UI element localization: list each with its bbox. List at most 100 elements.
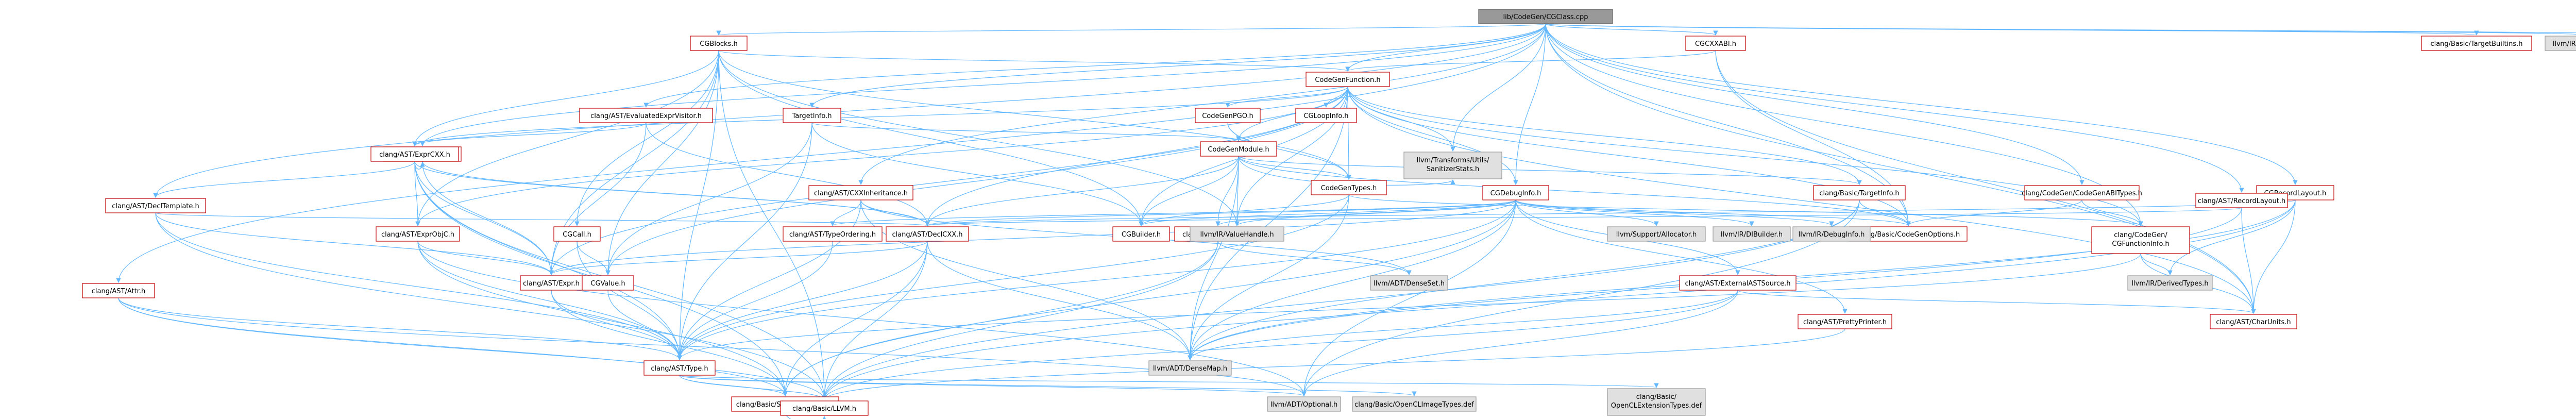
header-node[interactable]: CodeGenPGO.h bbox=[1195, 108, 1261, 123]
node-label: clang/AST/CharUnits.h bbox=[2216, 319, 2291, 326]
node-box bbox=[783, 108, 841, 123]
edge-n6-n27 bbox=[677, 122, 812, 360]
node-label: CGValue.h bbox=[590, 280, 625, 288]
node-box bbox=[520, 275, 583, 291]
header-node[interactable]: clang/AST/TypeOrdering.h bbox=[783, 226, 883, 242]
node-box bbox=[1370, 275, 1448, 291]
node-box bbox=[2195, 193, 2288, 208]
header-node: llvm/IR/DIBuilder.h bbox=[1713, 226, 1791, 242]
node-label: clang/Basic/CodeGenOptions.h bbox=[1857, 231, 1960, 239]
edge-n3-n43 bbox=[1515, 199, 1848, 314]
edge-n4-n40 bbox=[2167, 199, 2296, 275]
node-box bbox=[1311, 180, 1387, 195]
node-label: llvm/Transforms/Utils/SanitizerStats.h bbox=[1417, 157, 1489, 173]
edge-n0-n5 bbox=[1345, 23, 1546, 72]
header-node[interactable]: CGValue.h bbox=[582, 275, 634, 291]
node-box bbox=[1478, 9, 1613, 24]
header-node[interactable]: clang/Basic/LLVM.h bbox=[780, 400, 869, 416]
edge-n31-n27 bbox=[551, 290, 682, 360]
node-label: clang/Basic/OpenCLExtensionTypes.def bbox=[1611, 393, 1702, 410]
edge-n33-n34 bbox=[577, 241, 611, 275]
edge-n1-n27 bbox=[677, 50, 719, 360]
header-node[interactable]: clang/AST/Type.h bbox=[643, 360, 716, 376]
header-node[interactable]: clang/CodeGen/CGFunctionInfo.h bbox=[2091, 226, 2190, 254]
header-node: llvm/ADT/Optional.h bbox=[1267, 396, 1341, 412]
header-node[interactable]: clang/AST/CharUnits.h bbox=[2210, 314, 2297, 329]
header-node[interactable]: clang/AST/DeclCXX.h bbox=[886, 226, 969, 242]
node-label: CGLoopInfo.h bbox=[1303, 112, 1348, 120]
header-node[interactable]: clang/AST/EvaluatedExprVisitor.h bbox=[579, 108, 713, 123]
edge-n4-n49 bbox=[822, 199, 2296, 400]
node-box bbox=[582, 275, 634, 291]
header-node[interactable]: CGDebugInfo.h bbox=[1482, 185, 1549, 200]
edge-n25-n31 bbox=[414, 161, 554, 275]
header-node[interactable]: CodeGenModule.h bbox=[1200, 141, 1277, 157]
edge-n3-n44 bbox=[1188, 199, 1516, 360]
header-node[interactable]: CGRecordLayout.h bbox=[2256, 185, 2334, 200]
edge-n0-n19 bbox=[1450, 23, 1546, 152]
node-box bbox=[1685, 36, 1746, 51]
header-node[interactable]: CGBlocks.h bbox=[690, 36, 748, 51]
header-node[interactable]: CGCall.h bbox=[553, 226, 601, 242]
header-node[interactable]: clang/AST/PrettyPrinter.h bbox=[1798, 314, 1892, 329]
header-node[interactable]: clang/AST/ExprObjC.h bbox=[376, 226, 460, 242]
header-node[interactable]: clang/Basic/TargetBuiltins.h bbox=[2421, 36, 2532, 51]
node-label: llvm/IR/ValueHandle.h bbox=[1200, 231, 1274, 239]
header-node[interactable]: CodeGenTypes.h bbox=[1311, 180, 1387, 195]
edge-n0-n3 bbox=[1513, 23, 1546, 185]
header-node[interactable]: CodeGenFunction.h bbox=[1306, 72, 1390, 87]
node-box bbox=[1607, 226, 1706, 242]
header-node[interactable]: CGLoopInfo.h bbox=[1295, 108, 1357, 123]
edge-n23-n24 bbox=[1227, 122, 1351, 180]
edge-n3-n35 bbox=[830, 199, 1516, 226]
node-box bbox=[1112, 226, 1170, 242]
edge-n1-n33 bbox=[574, 50, 719, 226]
edge-n25-n26 bbox=[414, 161, 420, 226]
header-node[interactable]: CGBuilder.h bbox=[1112, 226, 1170, 242]
header-node[interactable]: TargetInfo.h bbox=[783, 108, 841, 123]
edge-n0-n13 bbox=[420, 23, 1546, 146]
header-node: llvm/IR/DebugInfo.h bbox=[1792, 226, 1871, 242]
edge-n27-n46 bbox=[679, 375, 1307, 396]
header-node[interactable]: clang/AST/CXXInheritance.h bbox=[808, 185, 913, 200]
edge-n24-n27 bbox=[677, 194, 1349, 360]
edge-n0-n4 bbox=[1545, 23, 2298, 185]
node-label: clang/AST/Expr.h bbox=[523, 280, 580, 288]
edge-n21-n24 bbox=[1238, 156, 1351, 180]
node-box bbox=[82, 283, 155, 298]
node-box bbox=[690, 36, 748, 51]
header-node[interactable]: clang/Basic/TargetInfo.h bbox=[1813, 185, 1906, 200]
header-node[interactable]: CGCXXABI.h bbox=[1685, 36, 1746, 51]
header-node[interactable]: clang/AST/ExprCXX.h bbox=[370, 146, 459, 162]
node-label: clang/CodeGen/CGFunctionInfo.h bbox=[2112, 231, 2169, 248]
node-box bbox=[370, 146, 459, 162]
edge-n1-n36 bbox=[718, 50, 1240, 226]
node-box bbox=[1679, 275, 1797, 291]
node-box bbox=[1148, 360, 1232, 376]
node-label: clang/Basic/LLVM.h bbox=[792, 405, 856, 413]
header-node[interactable]: clang/AST/RecordLayout.h bbox=[2195, 193, 2288, 208]
header-node[interactable]: clang/AST/ExternalASTSource.h bbox=[1679, 275, 1797, 291]
header-node[interactable]: clang/AST/Attr.h bbox=[82, 283, 155, 298]
edge-n1-n25 bbox=[412, 50, 719, 146]
edge-n0-n12 bbox=[1545, 23, 2244, 193]
edge-n21-n29 bbox=[1215, 156, 1239, 226]
header-node[interactable]: clang/AST/Expr.h bbox=[520, 275, 583, 291]
node-label: clang/AST/ExprObjC.h bbox=[381, 231, 454, 239]
edge-n7-n27 bbox=[118, 297, 682, 360]
header-node: llvm/IR/DerivedTypes.h bbox=[2127, 275, 2213, 291]
edge-n0-n7 bbox=[116, 23, 1546, 283]
edge-n34-n27 bbox=[607, 290, 682, 360]
edge-n5-n25 bbox=[412, 86, 1348, 146]
header-node[interactable]: clang/AST/DeclTemplate.h bbox=[105, 198, 206, 213]
edge-n3-n39 bbox=[1515, 199, 1834, 226]
node-box bbox=[1295, 108, 1357, 123]
edge-n0-n11 bbox=[643, 23, 1546, 108]
edge-n1-n49 bbox=[718, 50, 827, 400]
header-node[interactable]: clang/CodeGen/CodeGenABITypes.h bbox=[2022, 185, 2142, 200]
node-box bbox=[2127, 275, 2213, 291]
edge-n5-n44 bbox=[1188, 86, 1348, 360]
node-label: CodeGenModule.h bbox=[1208, 146, 1269, 154]
header-node: llvm/Transforms/Utils/SanitizerStats.h bbox=[1403, 152, 1502, 179]
edge-n29-n49 bbox=[822, 241, 1218, 400]
